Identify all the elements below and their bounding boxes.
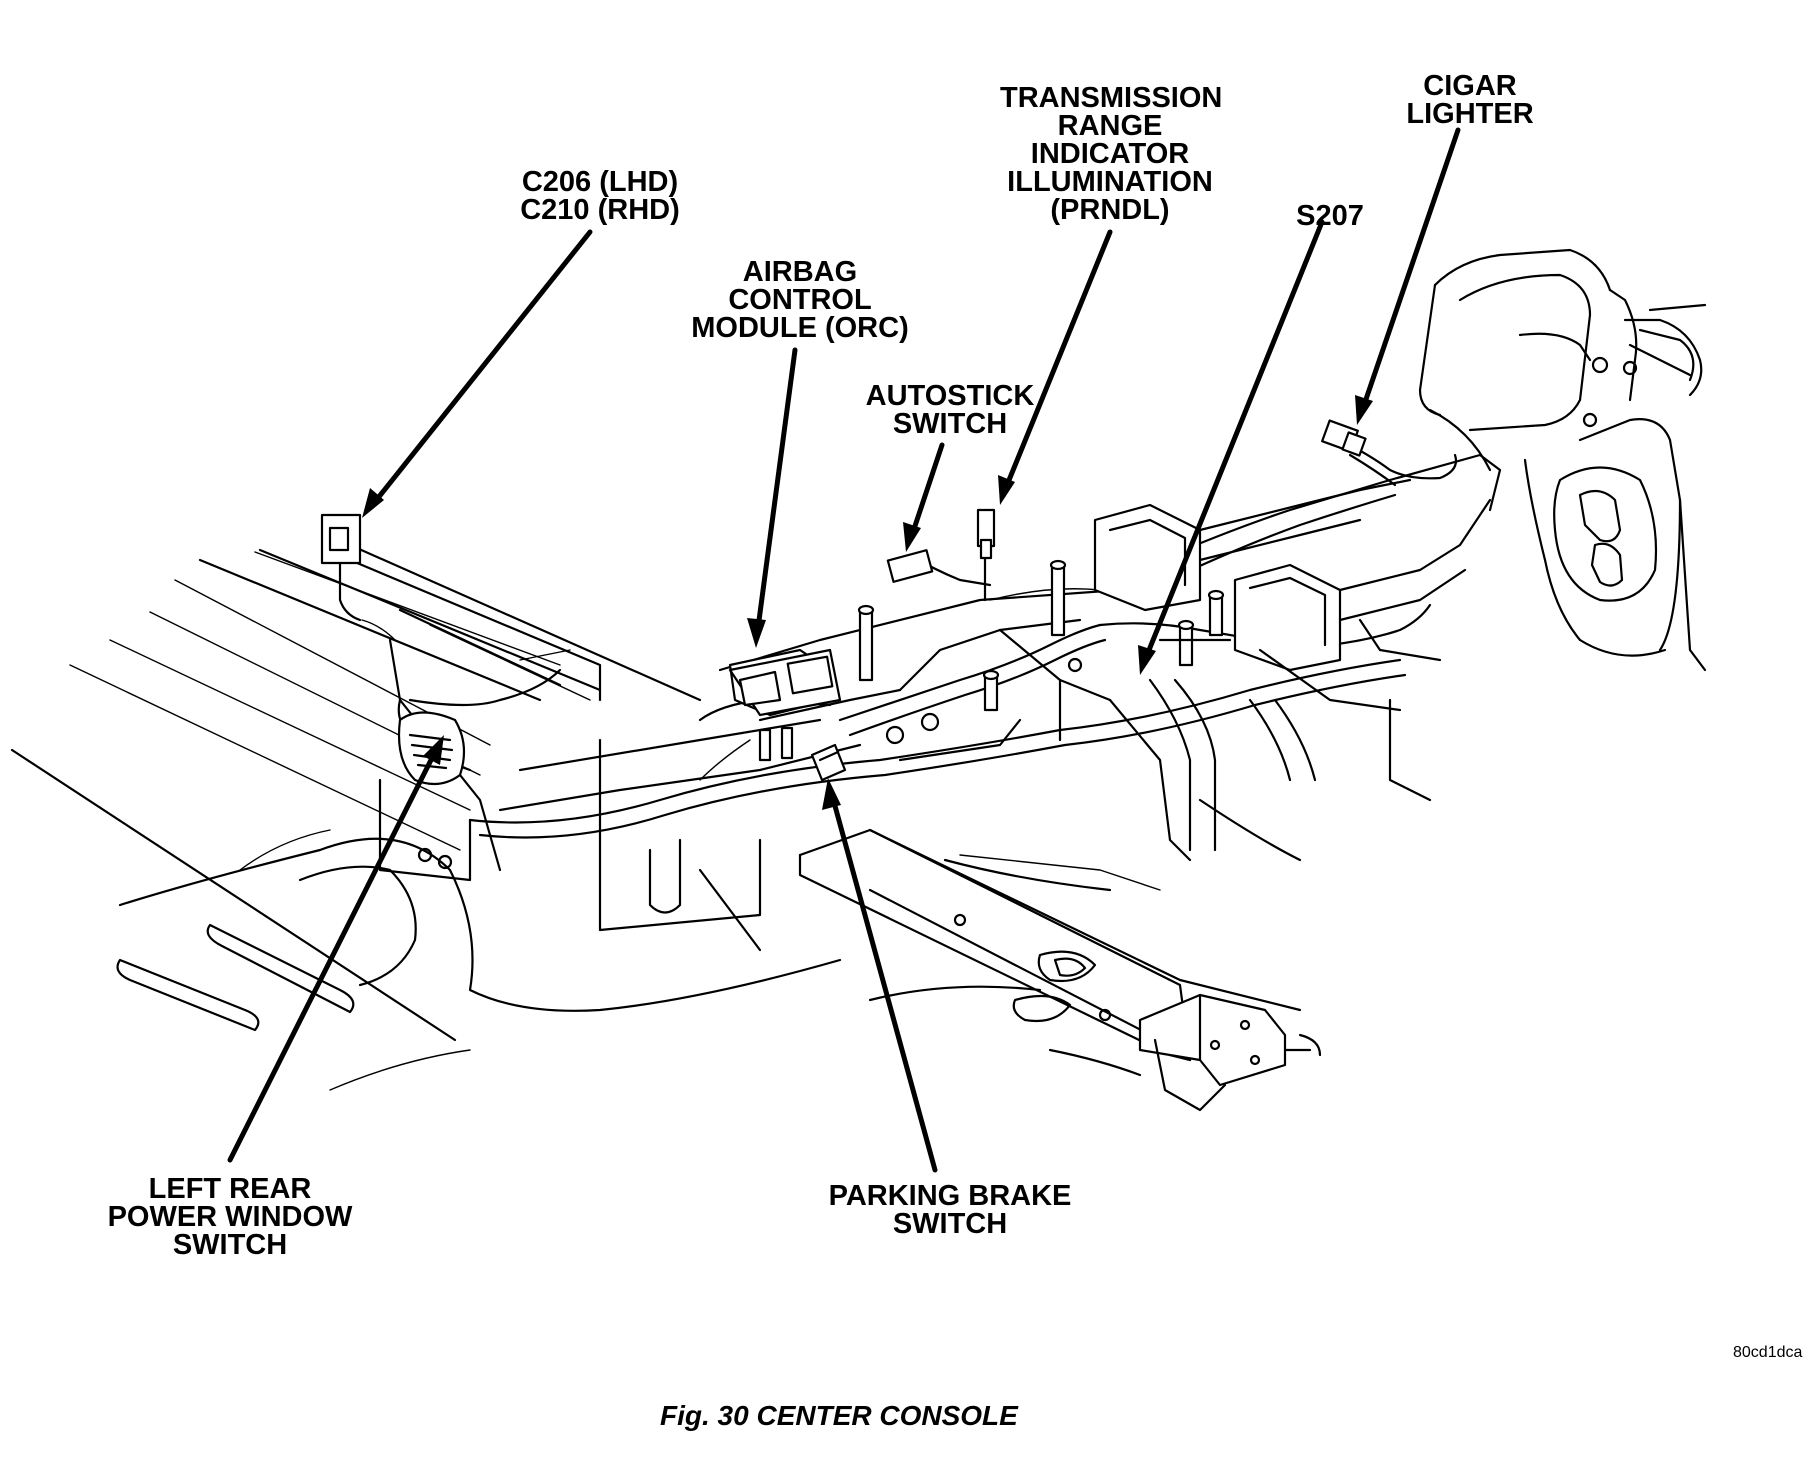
parking-brake-switch <box>810 743 847 782</box>
cigar-lighter-connector <box>1321 419 1367 457</box>
c206-connector <box>320 513 362 565</box>
prndl-connector <box>976 508 996 560</box>
rear-seat-bracket <box>1418 248 1707 672</box>
label-line: LEFT REAR <box>148 1173 312 1205</box>
label-autostick-switch: AUTOSTICK SWITCH <box>855 380 1045 440</box>
label-line: TRANSMISSION <box>1000 82 1223 114</box>
label-line: AUTOSTICK <box>865 380 1035 412</box>
figure-code: 80cd1dca <box>1733 1344 1803 1361</box>
autostick-connector <box>886 549 934 583</box>
airbag-module <box>728 648 842 717</box>
label-line: AIRBAG <box>742 256 858 288</box>
label-line: CONTROL <box>728 284 872 316</box>
floor-pan-lines <box>10 548 842 1091</box>
front-crossmember <box>798 798 1322 1112</box>
label-line: LIGHTER <box>1406 98 1534 130</box>
label-line: RANGE <box>1057 110 1163 142</box>
label-parking-brake-switch: PARKING BRAKE SWITCH <box>825 1180 1075 1240</box>
label-line: C206 (LHD) <box>521 166 679 198</box>
console-rail <box>348 523 862 952</box>
label-s207-splice: S207 <box>1285 200 1375 232</box>
label-line: S207 <box>1296 200 1364 232</box>
label-line: CIGAR <box>1423 70 1517 102</box>
label-line: POWER WINDOW <box>107 1201 353 1233</box>
label-c206-connector: C206 (LHD) C210 (RHD) <box>515 166 685 226</box>
label-line: ILLUMINATION <box>1007 166 1213 198</box>
label-line: PARKING BRAKE <box>828 1180 1072 1212</box>
label-line: INDICATOR <box>1030 138 1190 170</box>
label-line: MODULE (ORC) <box>691 312 909 344</box>
label-prndl-illumination: TRANSMISSION RANGE INDICATOR ILLUMINATIO… <box>1000 82 1223 226</box>
figure-caption: Fig. 30 CENTER CONSOLE <box>660 1400 1018 1431</box>
label-line: SWITCH <box>892 1208 1008 1240</box>
leader-lines <box>227 127 1461 1173</box>
label-line: (PRNDL) <box>1050 194 1170 226</box>
shifter-bracket <box>998 453 1502 862</box>
label-airbag-control-module: AIRBAG CONTROL MODULE (ORC) <box>690 256 910 344</box>
label-line: C210 (RHD) <box>520 194 680 226</box>
label-cigar-lighter: CIGAR LIGHTER <box>1400 70 1540 130</box>
studs <box>758 559 1300 762</box>
label-left-rear-power-window-switch: LEFT REAR POWER WINDOW SWITCH <box>105 1173 355 1261</box>
label-line: SWITCH <box>172 1229 288 1261</box>
label-line: SWITCH <box>892 408 1008 440</box>
